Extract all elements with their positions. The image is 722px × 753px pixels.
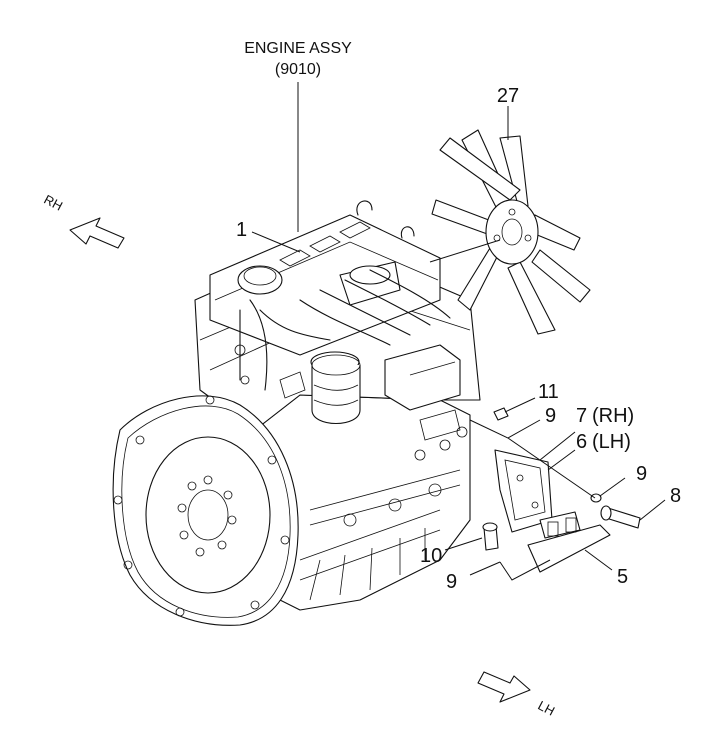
nut-11 [493, 407, 509, 421]
leader-7 [539, 431, 576, 461]
leader-8 [639, 499, 666, 521]
callout-9-lower: 9 [446, 571, 457, 593]
assembly-name: ENGINE ASSY [244, 40, 352, 57]
callout-5: 5 [617, 566, 628, 588]
leader-5 [584, 549, 613, 571]
cooling-fan [431, 129, 591, 335]
leader-9b [599, 477, 626, 497]
rh-direction-arrow-icon [69, 217, 125, 249]
leader-9c [469, 561, 501, 576]
callout-7: 7 [576, 405, 587, 427]
lh-direction-label: LH [536, 698, 558, 719]
washer-9 [590, 493, 602, 503]
leader-1 [251, 231, 301, 253]
callout-7-side: (RH) [592, 405, 634, 427]
callout-10: 10 [420, 545, 442, 567]
leader-9a [507, 419, 541, 439]
bolt-10 [482, 522, 499, 551]
lh-direction-arrow-icon [477, 671, 531, 703]
rh-direction-label: RH [42, 192, 66, 214]
flywheel-housing [112, 395, 299, 626]
fan-axis-line [429, 239, 501, 263]
leader-6 [547, 449, 576, 471]
engine-block [194, 200, 481, 611]
leader-11 [504, 397, 536, 413]
callout-9-upper: 9 [545, 405, 556, 427]
leader-9a-bracket [469, 419, 596, 499]
leader-9c-bracket [499, 559, 551, 581]
bolt-8 [600, 505, 641, 529]
leader-10 [444, 537, 483, 551]
callout-8: 8 [670, 485, 681, 507]
callout-9-right: 9 [636, 463, 647, 485]
callout-6-side: (LH) [592, 431, 631, 453]
engine-mount-cushion [527, 511, 611, 573]
assembly-code: (9010) [275, 61, 321, 78]
callout-11: 11 [538, 381, 559, 403]
callout-1: 1 [236, 219, 247, 241]
callout-27: 27 [497, 85, 519, 107]
callout-6: 6 [576, 431, 587, 453]
